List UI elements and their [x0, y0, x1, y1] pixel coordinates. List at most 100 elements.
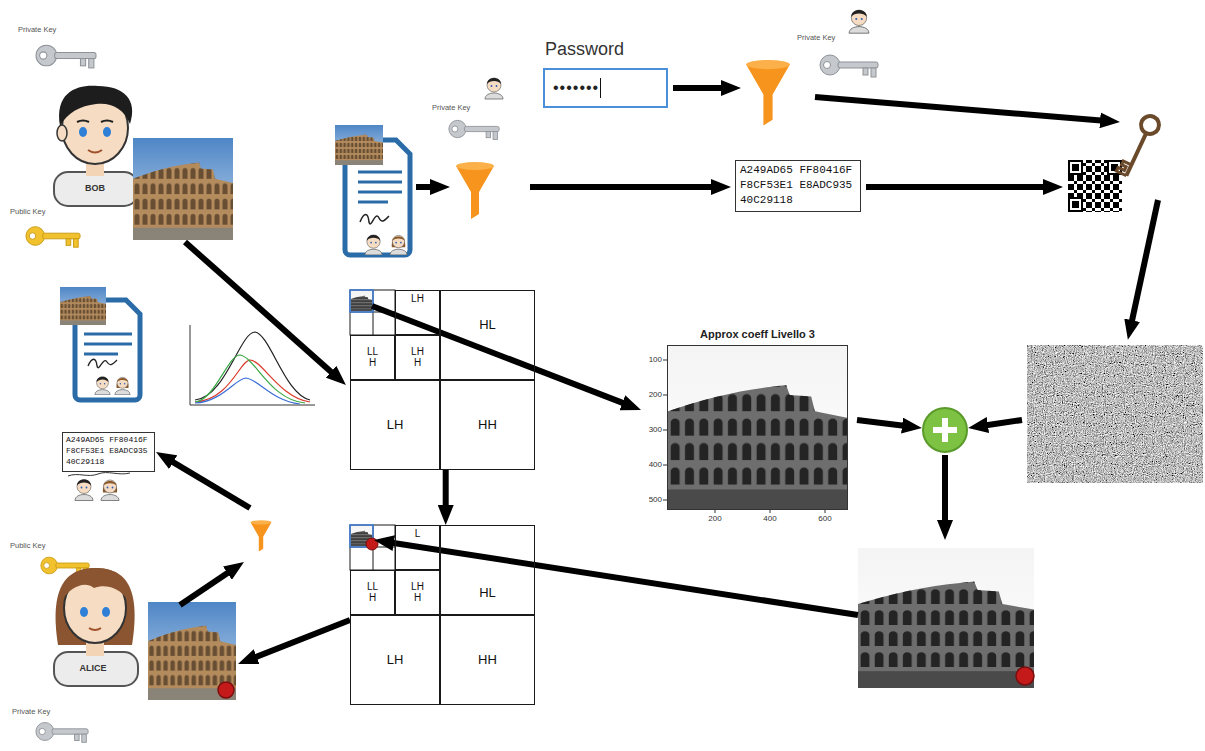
- flow-arrow: [673, 85, 731, 91]
- qr-code: [1070, 162, 1081, 173]
- bob-avatar: [54, 172, 138, 206]
- qr-code: [1068, 160, 1122, 212]
- subband-cell: LH H: [395, 570, 440, 615]
- signed-document-icon: [84, 334, 132, 354]
- subband-label: LH H: [409, 347, 426, 368]
- subband-label: HL: [479, 318, 496, 332]
- qr-code: [1068, 160, 1083, 175]
- plot-title: Approx coeff Livello 3: [638, 328, 877, 340]
- axis-tick: 200: [708, 515, 721, 524]
- bob-avatar: [77, 121, 113, 123]
- password-dots: •••••••: [553, 78, 601, 97]
- qr-code: [1068, 160, 1122, 212]
- qr-code: [1068, 160, 1122, 212]
- alice-avatar: [89, 628, 101, 630]
- private-key-icon: [820, 10, 878, 77]
- subband-cell: LH: [350, 380, 440, 470]
- approx-image: [668, 346, 847, 509]
- subband-label: LH: [387, 653, 404, 667]
- hash-text: A249AD65 FF80416F F8CF53E1 E8ADC935 40C2…: [740, 163, 855, 208]
- subband-label: LL H: [364, 582, 381, 603]
- flow-arrow: [530, 184, 721, 190]
- flow-arrow: [372, 306, 632, 406]
- secret-key-icon: [1126, 133, 1146, 176]
- public-key-icon: [26, 227, 80, 248]
- bob-avatar: [79, 127, 87, 137]
- subband-label: HH: [478, 653, 497, 667]
- hash-funnel: [456, 162, 494, 219]
- hash-funnel: [251, 520, 272, 551]
- alice-avatar: [80, 607, 88, 617]
- field-label: Password: [545, 39, 624, 60]
- spectrum-chart: [195, 355, 305, 403]
- public-key-icon: [26, 227, 80, 248]
- flow-arrow: [978, 420, 1022, 427]
- secret-key-icon: [1138, 113, 1162, 137]
- wavelet-subcells: [366, 538, 378, 550]
- noise-image: [1027, 345, 1203, 483]
- private-key-icon: [36, 723, 88, 743]
- approx-image: [663, 360, 825, 513]
- subband-cell: HL: [440, 290, 535, 380]
- subband-cell: LH H: [395, 335, 440, 380]
- password-field: Password•••••••: [543, 68, 668, 108]
- coefficient-plot: Approx coeff Livello 3: [667, 345, 848, 510]
- subband-label: HH: [478, 418, 497, 432]
- axis-tick: 400: [649, 461, 662, 470]
- signed-document-icon: [335, 125, 383, 165]
- subband-label: LL H: [364, 347, 381, 368]
- signed-document-icon: [358, 172, 402, 202]
- signed-document-icon: [360, 215, 389, 224]
- signed-document-icon: [68, 473, 130, 476]
- signed-document-icon: [88, 359, 117, 367]
- colosseum-photo: [133, 138, 233, 240]
- private-key-icon: [36, 723, 88, 743]
- add-symbol: [923, 408, 967, 452]
- approx-image: [663, 346, 847, 513]
- flow-arrow: [1130, 200, 1158, 330]
- signed-document-icon: [390, 235, 407, 254]
- signed-document-icon: [95, 377, 110, 395]
- secret-key-icon: [1116, 112, 1162, 179]
- flow-arrow: [866, 184, 1053, 190]
- subband-cell: HH: [440, 380, 535, 470]
- flow-arrow: [857, 420, 912, 427]
- subband-cell: LH: [350, 615, 440, 705]
- alice-avatar: [62, 568, 128, 600]
- hash-funnel: [456, 162, 494, 219]
- qr-code: [1068, 197, 1083, 212]
- qr-code: [1072, 164, 1079, 171]
- hash-box: A249AD65 FF80416F F8CF53E1 E8ADC935 40C2…: [735, 160, 861, 212]
- subband-cell: L: [395, 525, 440, 570]
- key-label: Private Key: [12, 708, 50, 716]
- flow-arrow: [180, 568, 236, 605]
- wavelet-subcells: [350, 525, 395, 570]
- subband-cell: HH: [440, 615, 535, 705]
- signed-document-icon: [101, 480, 119, 501]
- flow-arrow: [165, 88, 1158, 660]
- hash-funnel: [746, 60, 790, 126]
- private-key-icon: [36, 45, 96, 68]
- subband-label: L: [415, 529, 421, 540]
- bob-avatar: [103, 127, 111, 137]
- hash-text: A249AD65 FF80416F F8CF53E1 E8ADC935 40C2…: [66, 435, 150, 467]
- flow-arrow: [247, 620, 350, 660]
- watermarked-photo: [148, 602, 236, 700]
- signed-document-icon: [365, 235, 382, 255]
- subband-cell: LL H: [350, 335, 395, 380]
- bob-avatar: [59, 86, 132, 126]
- key-label: Private Key: [432, 104, 470, 112]
- hash-funnel: [251, 520, 272, 551]
- watermarked-photo: [218, 682, 234, 698]
- subband-label: LH H: [409, 582, 426, 603]
- axis-tick: 500: [649, 496, 662, 505]
- add-symbol: [942, 418, 948, 442]
- hash-box: A249AD65 FF80416F F8CF53E1 E8ADC935 40C2…: [62, 432, 155, 472]
- connector-arrow: [443, 470, 449, 515]
- signed-document-icon: [60, 287, 106, 325]
- bob-avatar: [54, 86, 138, 206]
